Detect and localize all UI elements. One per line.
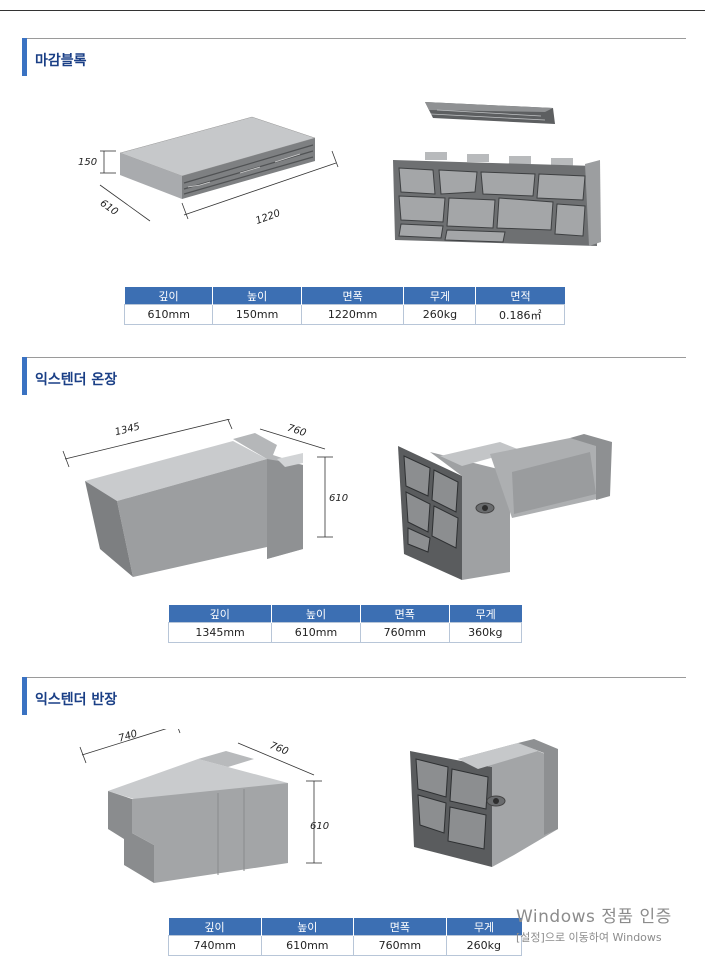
dim-width: 760 xyxy=(268,740,290,757)
accent-bar xyxy=(22,357,27,395)
section-title: 익스텐더 반장 xyxy=(35,692,118,708)
table-cell: 610mm xyxy=(123,304,214,325)
table-header: 높이 xyxy=(260,918,354,936)
dim-height: 610 xyxy=(310,821,329,832)
spec-table: 깊이 높이 면폭 무게 740mm 610mm 760mm 260kg xyxy=(168,918,523,956)
table-cell: 260kg xyxy=(445,935,523,956)
extender-half-drawing: 740 760 610 xyxy=(78,729,348,889)
section-title: 익스텐더 온장 xyxy=(35,372,118,388)
extender-half-photo xyxy=(408,739,578,869)
section-header: 익스텐더 반장 xyxy=(22,677,686,715)
dim-width: 1220 xyxy=(254,208,282,227)
table-header: 면폭 xyxy=(353,918,447,936)
watermark-subtitle: [설정]으로 이동하여 Windows xyxy=(516,931,662,944)
table-header: 면폭 xyxy=(359,605,450,623)
accent-bar xyxy=(22,38,27,76)
table-header: 깊이 xyxy=(124,287,213,305)
extender-full-drawing: 1345 760 610 xyxy=(55,419,355,584)
dim-width: 760 xyxy=(286,423,308,439)
table-cell: 1220mm xyxy=(300,304,405,325)
table-header: 높이 xyxy=(212,287,302,305)
section-extender-half: 익스텐더 반장 740 760 xyxy=(0,677,705,964)
table-header: 깊이 xyxy=(168,605,272,623)
table-cell: 760mm xyxy=(359,622,450,643)
watermark-title: Windows 정품 인증 xyxy=(516,907,672,927)
table-header: 깊이 xyxy=(168,918,262,936)
table-cell: 150mm xyxy=(212,304,302,325)
table-cell: 260kg xyxy=(403,304,477,325)
table-cell: 360kg xyxy=(448,622,523,643)
dim-length: 1345 xyxy=(114,421,141,438)
finish-block-drawing: 150 610 1220 xyxy=(70,103,350,263)
table-header: 높이 xyxy=(271,605,361,623)
dim-height: 610 xyxy=(329,493,348,504)
table-header: 면적 xyxy=(475,287,565,305)
section-finish-block: 마감블록 150 610 1220 xyxy=(0,38,705,338)
top-divider xyxy=(0,10,705,11)
table-header: 무게 xyxy=(448,605,522,623)
table-cell: 0.186㎡ xyxy=(475,304,565,325)
section-header: 익스텐더 온장 xyxy=(22,357,686,395)
table-header: 무게 xyxy=(445,918,522,936)
table-cell: 610mm xyxy=(271,622,361,643)
finish-block-photo xyxy=(385,98,610,248)
section-extender-full: 익스텐더 온장 1345 760 610 xyxy=(0,357,705,657)
dim-height: 150 xyxy=(78,157,97,168)
dim-length: 740 xyxy=(117,729,138,745)
spec-table: 깊이 높이 면폭 무게 1345mm 610mm 760mm 360kg xyxy=(167,605,523,643)
spec-table: 깊이 높이 면폭 무게 면적 610mm 150mm 1220mm 260kg … xyxy=(123,287,565,325)
section-header: 마감블록 xyxy=(22,38,686,76)
table-cell: 610mm xyxy=(260,935,355,956)
table-header: 무게 xyxy=(403,287,476,305)
activation-watermark: Windows 정품 인증 [설정]으로 이동하여 Windows xyxy=(516,902,672,945)
accent-bar xyxy=(22,677,27,715)
section-title: 마감블록 xyxy=(35,53,87,69)
table-cell: 740mm xyxy=(168,935,262,956)
table-cell: 760mm xyxy=(353,935,447,956)
table-header: 면폭 xyxy=(300,287,404,305)
dim-depth: 610 xyxy=(98,198,120,218)
extender-full-photo xyxy=(390,432,620,582)
table-cell: 1345mm xyxy=(167,622,273,643)
